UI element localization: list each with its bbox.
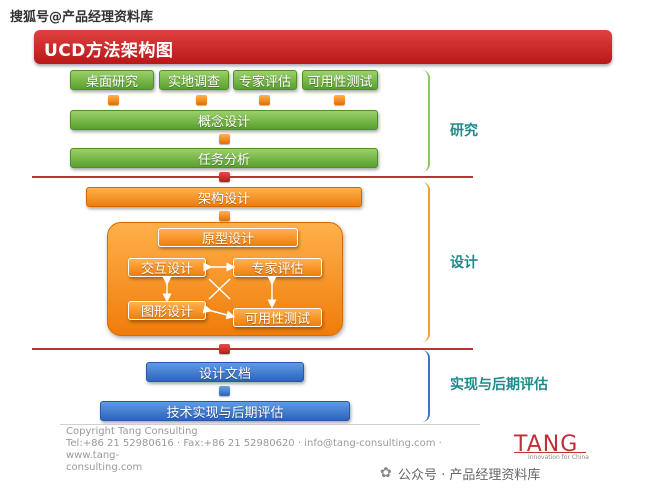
phase-divider <box>32 176 473 178</box>
cross-line-b <box>208 278 231 300</box>
usability-test-research-box: 可用性测试 <box>302 70 378 90</box>
watermark-bottom: 公众号 · 产品经理资料库 <box>398 468 541 483</box>
usability-test-design-box: 可用性测试 <box>233 308 322 327</box>
page-title: UCD方法架构图 <box>44 41 174 61</box>
desk-research-box: 桌面研究 <box>70 70 154 90</box>
design-phase-label: 设计 <box>450 255 478 271</box>
field-survey-box: 实地调查 <box>159 70 229 90</box>
expert-review-design-box: 专家评估 <box>233 258 322 277</box>
prototype-design-box: 原型设计 <box>158 228 298 247</box>
tang-tagline: Innovation for China <box>528 454 589 461</box>
design-brace <box>418 182 430 342</box>
tech-implementation-box: 技术实现与后期评估 <box>100 401 350 421</box>
contact-text-cont: consulting.com <box>66 462 143 473</box>
research-phase-label: 研究 <box>450 123 478 139</box>
watermark-top: 搜狐号@产品经理资料库 <box>10 10 154 25</box>
footer: Copyright Tang Consulting Tel:+86 21 529… <box>66 426 486 474</box>
task-analysis-box: 任务分析 <box>70 148 378 168</box>
phase-transition-marker <box>219 344 230 354</box>
arrow-down-icon <box>219 386 230 396</box>
concept-design-box: 概念设计 <box>70 110 378 130</box>
arrow-down-icon <box>108 95 119 105</box>
arrow-down-icon <box>259 95 270 105</box>
title-bar <box>34 30 612 64</box>
logo-underline <box>514 452 586 453</box>
phase-transition-marker <box>219 172 230 182</box>
contact-text: Tel:+86 21 52980616 · Fax:+86 21 5298062… <box>66 438 442 461</box>
research-brace <box>418 70 430 172</box>
arrow-down-icon <box>219 134 230 144</box>
arrow-down-icon <box>196 95 207 105</box>
copyright-text: Copyright Tang Consulting <box>66 426 198 437</box>
phase-divider <box>32 348 473 350</box>
wechat-icon: ✿ <box>380 465 392 481</box>
interaction-design-box: 交互设计 <box>128 258 206 277</box>
implementation-brace <box>418 350 430 422</box>
expert-review-research-box: 专家评估 <box>233 70 297 90</box>
arrow-down-icon <box>219 211 230 221</box>
implementation-phase-label: 实现与后期评估 <box>450 377 548 393</box>
footer-divider <box>60 424 480 425</box>
arrow-down-icon <box>334 95 345 105</box>
architecture-design-box: 架构设计 <box>86 187 362 207</box>
graphic-usability-arrow <box>202 304 236 320</box>
design-document-box: 设计文档 <box>146 362 304 382</box>
